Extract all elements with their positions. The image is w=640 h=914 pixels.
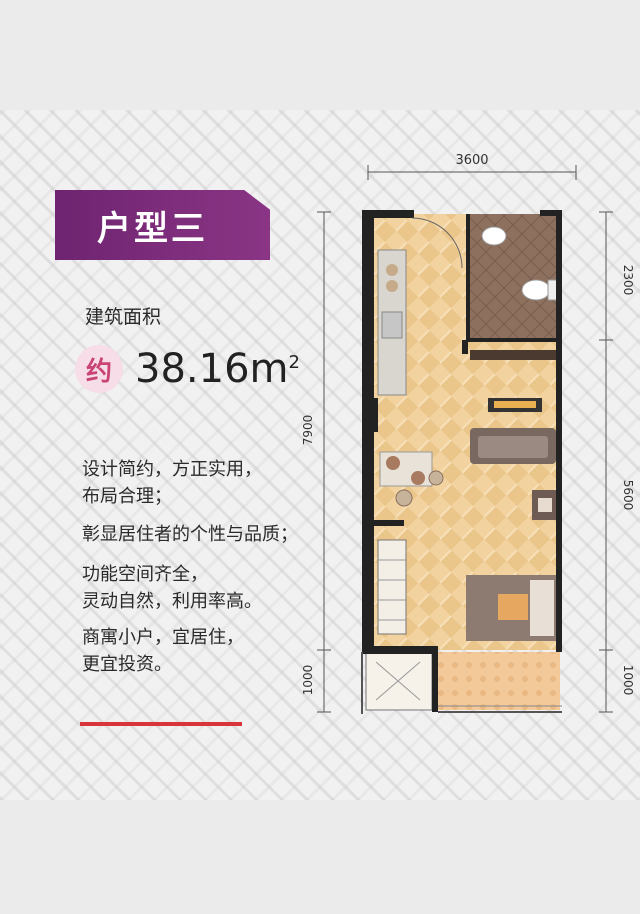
tv-cabinet bbox=[470, 350, 558, 360]
description-line: 布局合理； bbox=[82, 486, 172, 507]
dimension-right-bottom-label: 1000 bbox=[621, 665, 635, 696]
dimension-left-total-label: 7900 bbox=[301, 415, 315, 446]
description-line: 商寓小户，宜居住， bbox=[82, 627, 244, 648]
area-value: 38.16m2 bbox=[135, 345, 300, 393]
dimension-right-middle-label: 5600 bbox=[621, 480, 635, 511]
description-line: 更宜投资。 bbox=[82, 654, 172, 675]
dimension-right: 2300 5600 1000 bbox=[599, 211, 635, 713]
dimension-left-bottom-label: 1000 bbox=[301, 665, 315, 696]
bathroom-floor bbox=[468, 214, 560, 340]
description-line: 灵动自然，利用率高。 bbox=[82, 591, 262, 612]
chair-icon bbox=[395, 489, 413, 507]
wardrobe-icon bbox=[377, 539, 407, 635]
door-swing-icon bbox=[411, 217, 463, 269]
dimension-top: 3600 bbox=[367, 153, 577, 180]
description-line: 设计简约，方正实用， bbox=[82, 459, 262, 480]
walls bbox=[362, 210, 562, 712]
stove-icon bbox=[386, 264, 398, 276]
accent-divider bbox=[80, 722, 242, 726]
dimension-left: 7900 1000 bbox=[301, 211, 331, 713]
sink-icon bbox=[481, 226, 507, 246]
area-unit-superscript: 2 bbox=[288, 352, 300, 373]
toilet-icon bbox=[521, 279, 551, 301]
balcony-storage bbox=[365, 651, 433, 711]
dimension-right-top-label: 2300 bbox=[621, 265, 635, 296]
kitchen-sink-icon bbox=[381, 311, 403, 339]
balcony-floor bbox=[438, 652, 560, 710]
area-number: 38.16m bbox=[135, 346, 289, 392]
approx-badge: 约 bbox=[75, 345, 123, 393]
unit-title-banner: 户型三 bbox=[55, 190, 270, 260]
area-label: 建筑面积 bbox=[85, 306, 162, 328]
dimension-top-label: 3600 bbox=[455, 153, 488, 168]
description-line: 功能空间齐全， bbox=[82, 564, 208, 585]
description-line: 彰显居住者的个性与品质； bbox=[82, 524, 298, 545]
